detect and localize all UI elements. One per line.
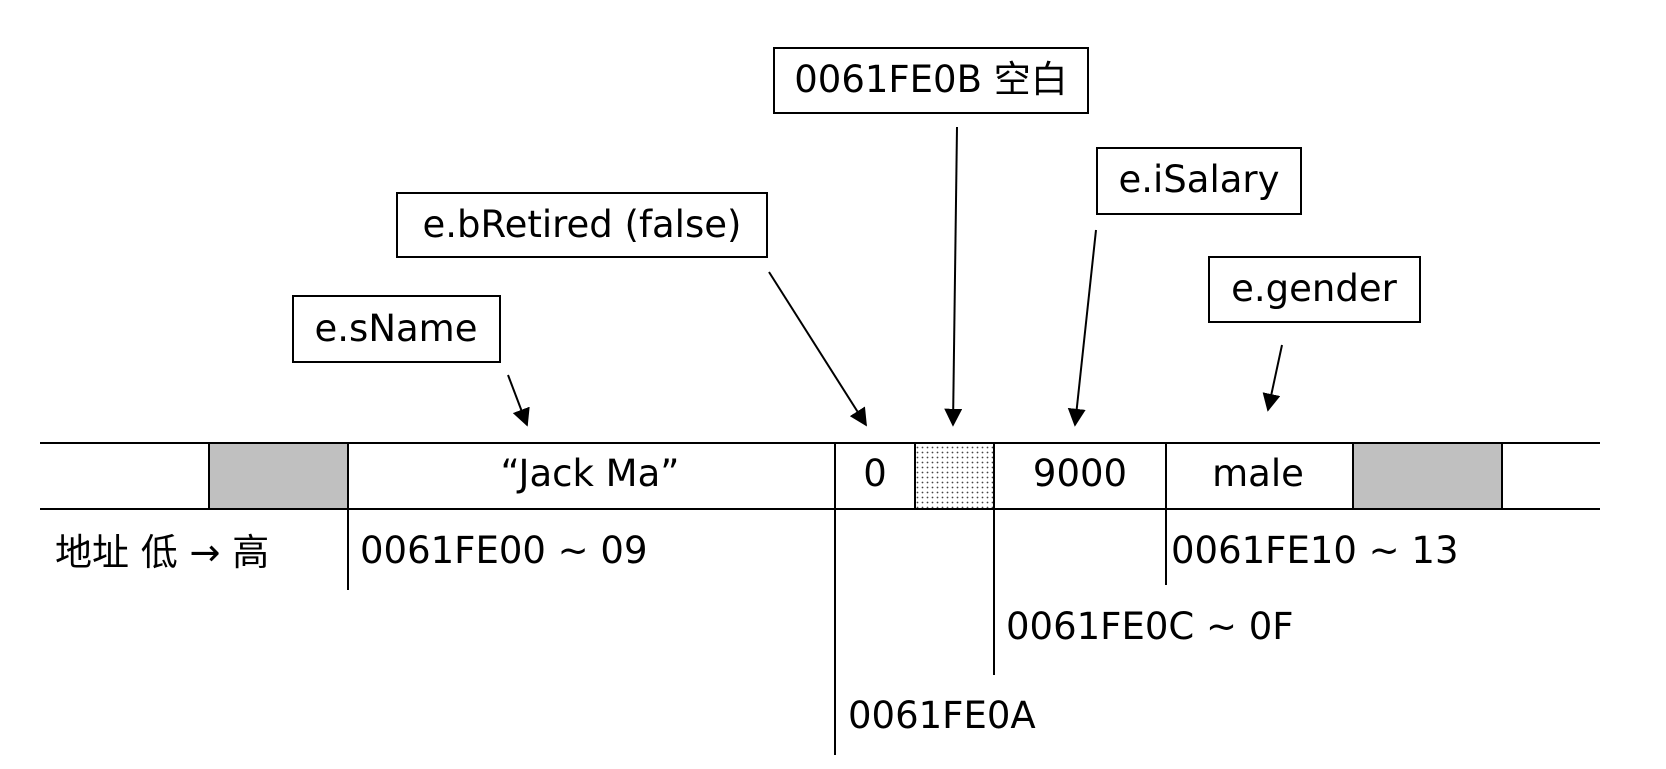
bretired-value: 0 [863, 452, 887, 495]
pointer-arrows [507, 126, 1283, 427]
unused-cell-left [208, 442, 349, 510]
sname-address-range: 0061FE00 ~ 09 [360, 529, 648, 572]
isalary-arrow [1067, 229, 1097, 427]
isalary-box [1096, 147, 1302, 215]
bretired-box-label: e.bRetired (false) [423, 203, 742, 246]
unused-cell-right [1352, 442, 1503, 510]
isalary-address-range: 0061FE0C ~ 0F [1006, 605, 1294, 648]
isalary-box-label: e.iSalary [1118, 158, 1279, 201]
gender-box [1208, 256, 1421, 323]
address-labels: 地址 低 → 高 0061FE00 ~ 09 0061FE0A 0061FE0C… [55, 529, 1459, 737]
sname-box-label: e.sName [315, 307, 478, 350]
sname-value: “Jack Ma” [501, 452, 680, 495]
sname-box [292, 295, 501, 363]
gender-address-range: 0061FE10 ~ 13 [1171, 529, 1459, 572]
padding-box [773, 47, 1089, 114]
gender-value: male [1212, 452, 1304, 495]
bretired-box [396, 192, 768, 258]
isalary-value: 9000 [1033, 452, 1127, 495]
padding-cell [914, 442, 995, 510]
memory-strip: “Jack Ma” 0 9000 male [40, 442, 1600, 755]
gender-arrow [1262, 344, 1283, 412]
bretired-arrow [768, 271, 867, 427]
padding-arrow [944, 126, 963, 427]
address-direction-label: 地址 低 → 高 [55, 531, 269, 574]
sname-arrow [507, 374, 530, 427]
gender-box-label: e.gender [1231, 267, 1397, 310]
field-label-boxes: e.sName e.bRetired (false) 0061FE0B 空白 e… [292, 47, 1421, 363]
bretired-address: 0061FE0A [848, 694, 1036, 737]
padding-box-label: 0061FE0B 空白 [794, 58, 1068, 101]
